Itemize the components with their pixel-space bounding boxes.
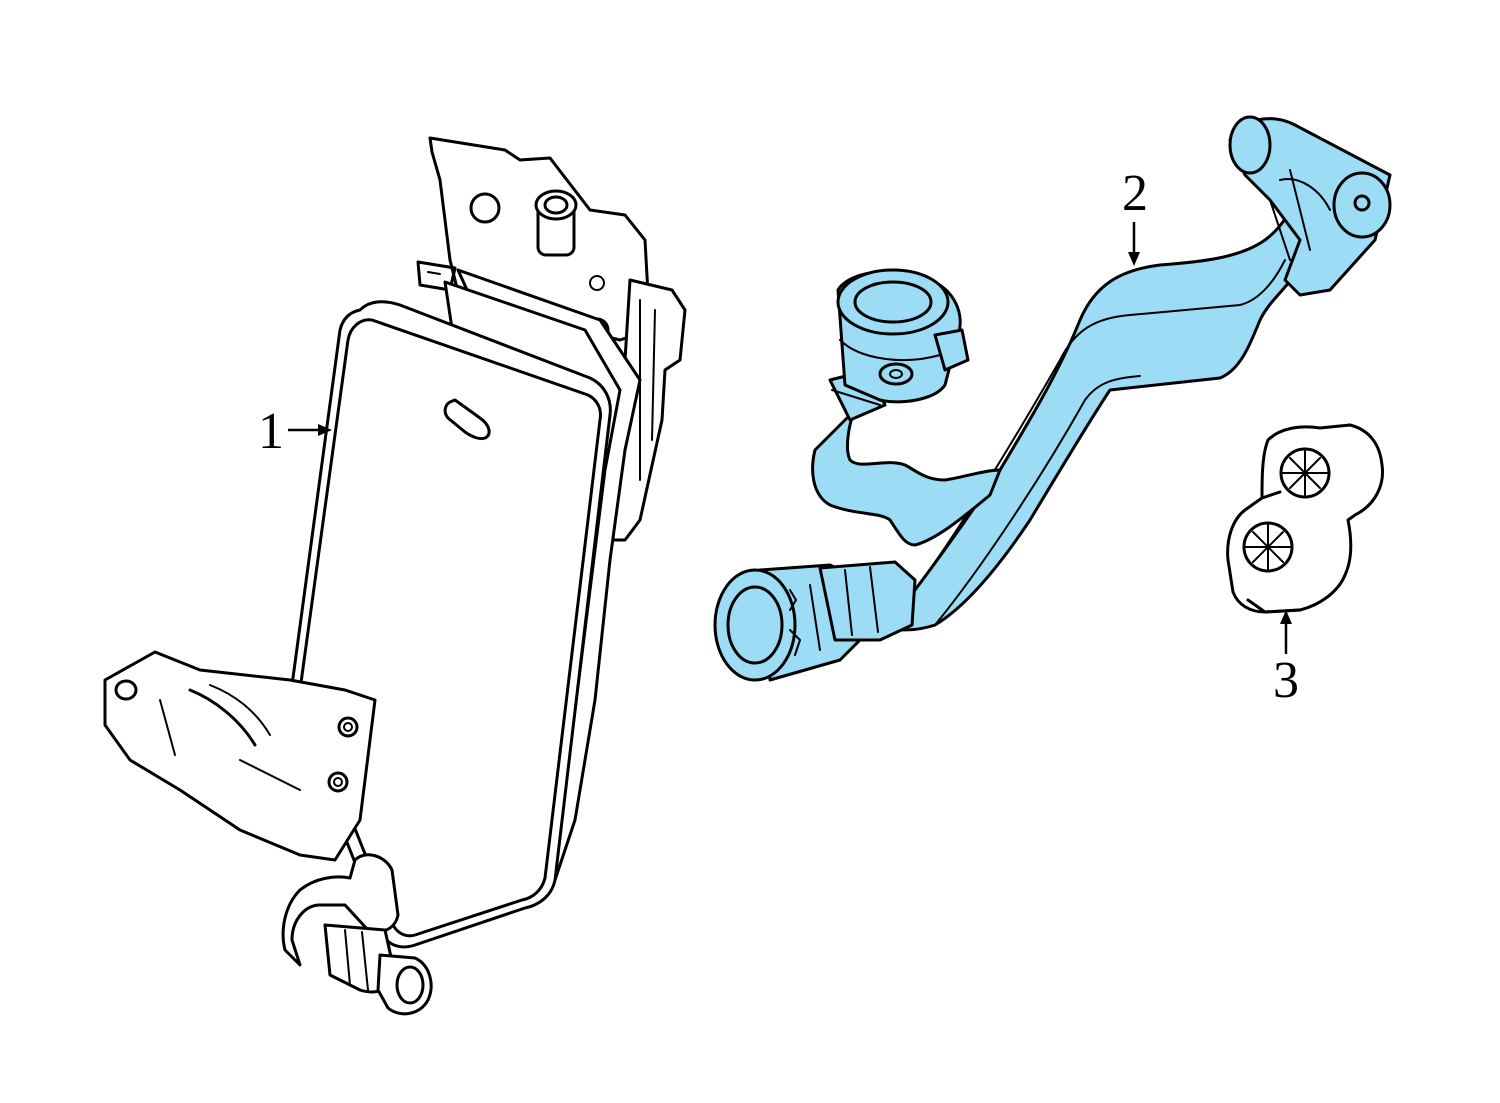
callout-3-label: 3 [1273, 652, 1299, 709]
hose-clamp [1226, 423, 1385, 614]
callout-3: 3 [1273, 610, 1299, 709]
coolant-hose [713, 115, 1392, 682]
callout-1-label: 1 [258, 403, 284, 460]
callout-1: 1 [258, 403, 332, 460]
callout-2: 2 [1122, 165, 1148, 266]
hose-branch [811, 408, 1002, 547]
callout-2-label: 2 [1122, 165, 1148, 222]
oil-cooler [103, 136, 687, 1016]
